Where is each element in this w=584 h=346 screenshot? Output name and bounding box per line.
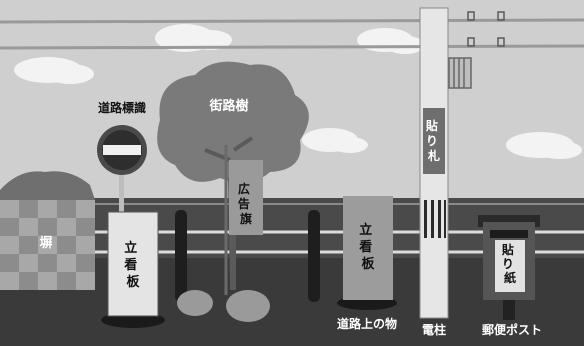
mailbox (478, 215, 540, 320)
road-object-label: 道路上の物 (337, 316, 397, 331)
utility-pole (419, 7, 472, 319)
road-sign-label: 道路標識 (98, 100, 146, 115)
banner-label: 広 告 旗 (238, 181, 254, 226)
fence-label: 塀 (39, 236, 52, 251)
standing-sign-right-label: 立 看 板 (359, 222, 377, 272)
fence-wall (0, 200, 95, 290)
insulators (467, 11, 505, 47)
ssl-char-3: 板 (126, 274, 140, 290)
posted-paper-label: 貼 り 紙 (502, 242, 518, 285)
tree-label: 街路樹 (208, 98, 248, 114)
bushes (177, 290, 270, 322)
ssl-char-2: 看 (124, 257, 137, 273)
hedge (0, 171, 95, 200)
standing-sign-right (337, 196, 397, 310)
utility-pole-label: 電柱 (422, 322, 446, 337)
pole-bill-label: 貼 り 札 (426, 118, 442, 163)
standing-sign-left-label: 立 看 板 (124, 240, 142, 290)
standing-sign-left (101, 211, 165, 328)
clouds (14, 24, 582, 159)
bollards (175, 210, 320, 302)
mailbox-label: 郵便ポスト (482, 322, 542, 337)
ssl-char-1: 立 (124, 240, 137, 256)
banner-flag (224, 145, 263, 295)
road-sign (97, 125, 147, 212)
power-lines (0, 18, 584, 50)
